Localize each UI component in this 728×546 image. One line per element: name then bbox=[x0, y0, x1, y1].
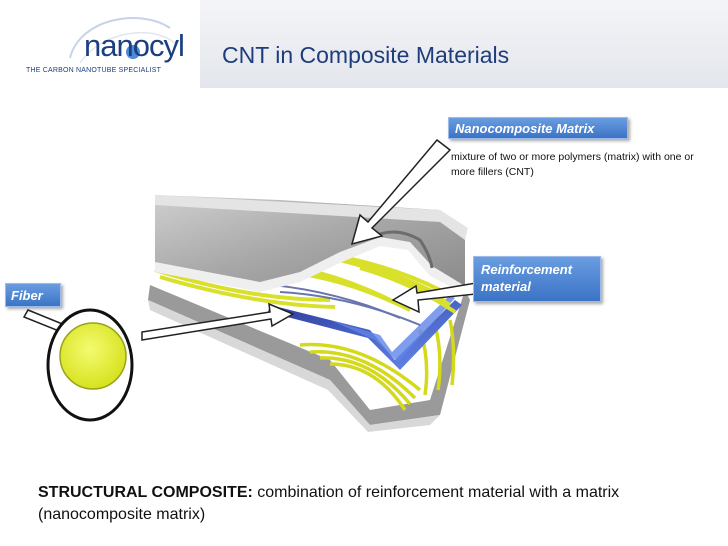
nanocomposite-matrix-description: mixture of two or more polymers (matrix)… bbox=[451, 151, 694, 178]
matrix-arrow-icon bbox=[350, 138, 452, 246]
fiber-to-layer-arrow-icon bbox=[141, 302, 295, 341]
structural-composite-definition: STRUCTURAL COMPOSITE: combination of rei… bbox=[38, 482, 718, 526]
reinforcement-material-label: Reinforcement material bbox=[473, 256, 601, 302]
nanocomposite-matrix-label: Nanocomposite Matrix bbox=[448, 117, 628, 139]
slide-title: CNT in Composite Materials bbox=[222, 42, 510, 68]
fiber-cross-section bbox=[59, 322, 127, 390]
logo-wordmark: nanocyl bbox=[84, 28, 185, 63]
footer-definition: combination of reinforcement material wi… bbox=[38, 484, 620, 523]
reinforcement-arrow-icon bbox=[391, 282, 477, 314]
footer-term: STRUCTURAL COMPOSITE: bbox=[38, 484, 253, 501]
logo-tagline: THE CARBON NANOTUBE SPECIALIST bbox=[26, 67, 162, 74]
logo: nanocyl THE CARBON NANOTUBE SPECIALIST bbox=[0, 0, 200, 88]
logo-swoosh-icon bbox=[69, 17, 176, 64]
fiber-label: Fiber bbox=[5, 283, 61, 307]
